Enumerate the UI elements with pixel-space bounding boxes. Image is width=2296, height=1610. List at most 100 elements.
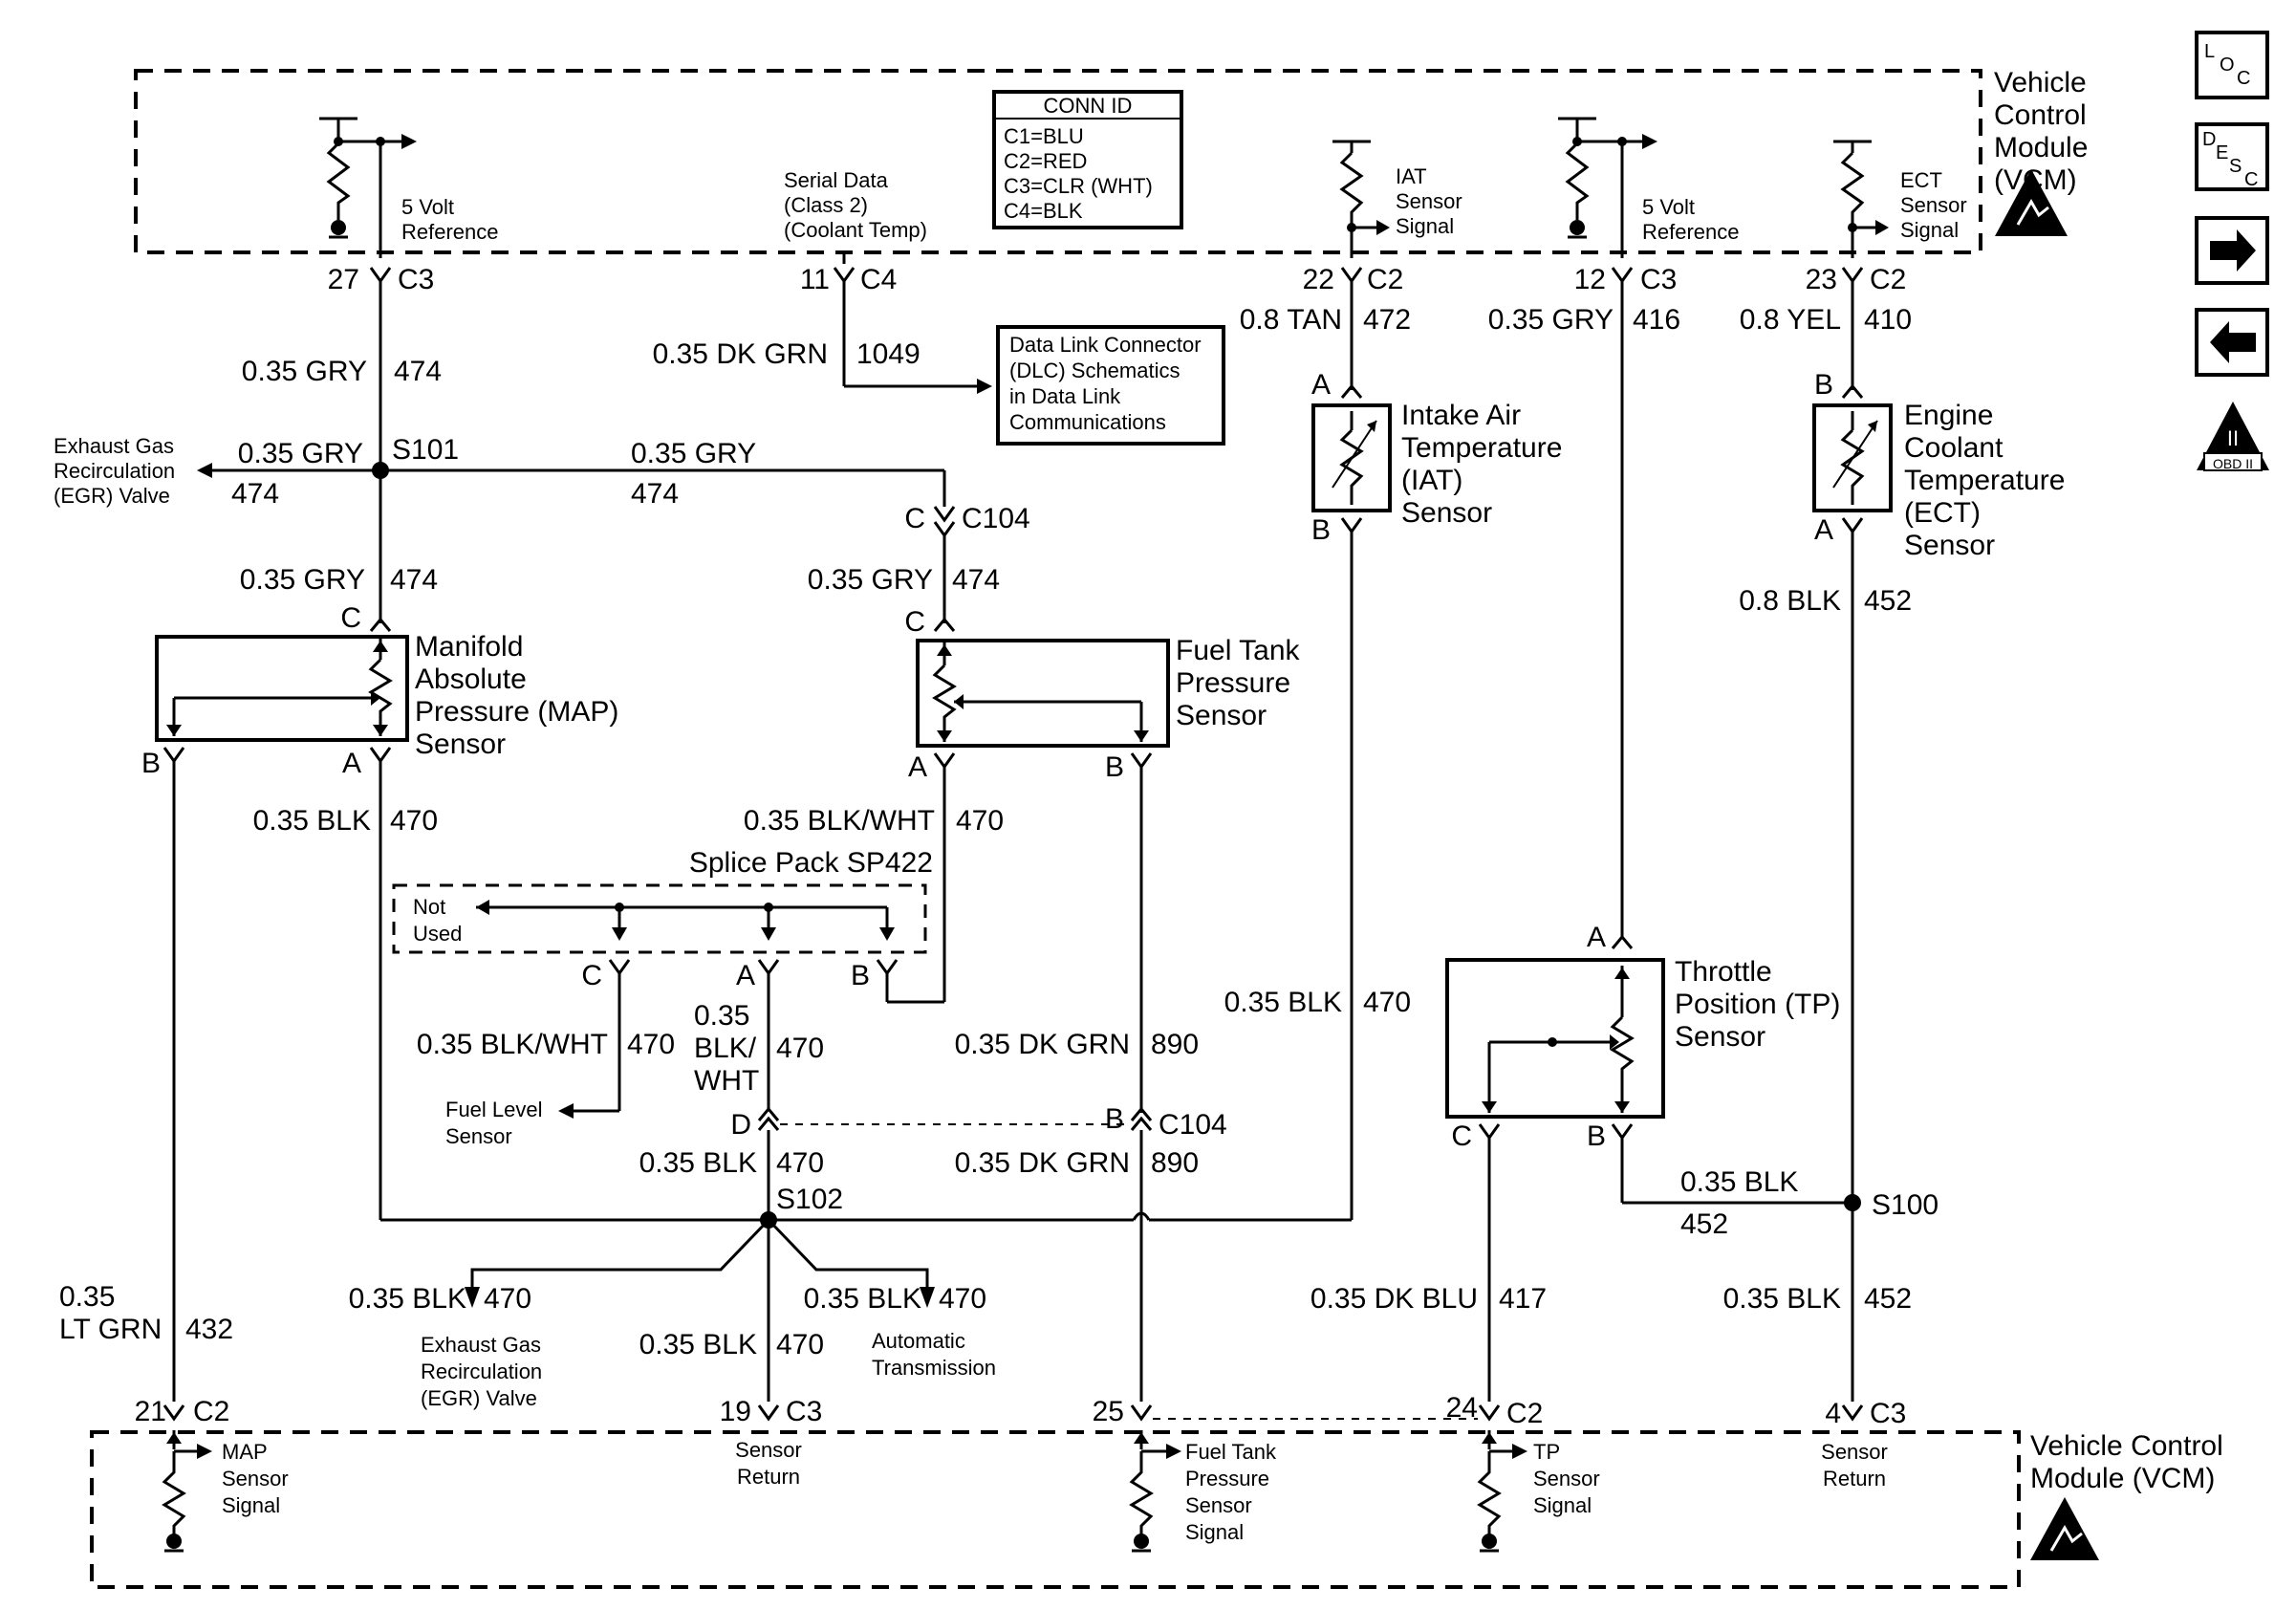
pins-top-2-conn-label: C2	[1367, 264, 1403, 295]
terminals-C-label: C	[1451, 1120, 1472, 1152]
vcm-top-box	[134, 69, 1982, 254]
wires-c474a-label: 474	[394, 356, 442, 387]
vcm-bottom-box	[90, 1430, 2021, 1589]
terminals-C-label: C	[904, 606, 925, 638]
conn-id-lines-2-label: C3=CLR (WHT)	[1004, 174, 1153, 198]
terminals-B-label: B	[1105, 751, 1124, 783]
wires-c470d-label: 470	[627, 1029, 675, 1060]
terminals-B-label: B	[851, 960, 870, 991]
wires-w474b-label: 0.35 GRY	[238, 438, 363, 469]
svg-text:E: E	[2216, 142, 2228, 163]
wires-w452a-label: 0.8 BLK	[1739, 585, 1841, 617]
splices-c104a-label: C104	[962, 503, 1030, 534]
svg-text:D: D	[2202, 129, 2216, 150]
right-arrow-icon[interactable]	[2195, 216, 2269, 285]
wires-w417-label: 0.35 DK BLU	[1310, 1283, 1478, 1315]
svg-text:C: C	[2237, 68, 2250, 89]
terminals-B-label: B	[1105, 1103, 1124, 1135]
splices-s101-label: S101	[392, 434, 459, 466]
pins-top-2-pin-label: 22	[1303, 264, 1334, 295]
wires-w1049-label: 0.35 DK GRN	[653, 338, 828, 370]
wires-w470c-label: 0.35 BLK	[639, 1147, 757, 1179]
wires-c474b-label: 474	[231, 478, 279, 510]
wires-w470e-2-label: BLK/	[694, 1033, 757, 1064]
wires-w472-label: 0.8 TAN	[1240, 304, 1342, 336]
bottom-pins: 21 C2 19 C3 25 24 C2 4 C3	[135, 1392, 1907, 1429]
terminals-C-label: C	[340, 602, 361, 634]
conn-id-lines-0-label: C1=BLU	[1004, 124, 1084, 148]
left-arrow-icon[interactable]	[2195, 308, 2269, 377]
pins-bottom-4-pin-label: 4	[1825, 1398, 1841, 1429]
wires-w452b-label: 0.35 BLK	[1680, 1166, 1798, 1198]
splices-s100-label: S100	[1872, 1189, 1939, 1221]
wires-w470e-3-label: WHT	[694, 1065, 759, 1097]
wires-w432-1-label: 0.35	[59, 1281, 115, 1313]
wires-w474c-label: 0.35 GRY	[631, 438, 756, 469]
top-pins: 27 C3 11 C4 22 C2 12 C3 23 C2	[328, 264, 1907, 295]
wires-w416-label: 0.35 GRY	[1488, 304, 1614, 336]
loc-icon[interactable]: LOC	[2195, 31, 2269, 99]
conn-id-lines-1-label: C2=RED	[1004, 149, 1087, 173]
pins-top-0-conn-label: C3	[398, 264, 434, 295]
terminals-A-label: A	[908, 751, 927, 783]
pins-top-4-pin-label: 23	[1806, 264, 1837, 295]
pins-top-0-pin-label: 27	[328, 264, 359, 295]
terminals-A-label: A	[1814, 514, 1833, 546]
conn-id-table: CONN ID C1=BLU C2=RED C3=CLR (WHT) C4=BL…	[992, 90, 1183, 229]
pins-bottom-0-pin-label: 21	[135, 1396, 166, 1427]
pins-top-1-pin-label: 11	[800, 264, 830, 295]
wires-w474d-label: 0.35 GRY	[240, 564, 365, 596]
svg-text:II: II	[2227, 426, 2239, 450]
wires-c470e-label: 470	[776, 1033, 824, 1064]
obd-ii-icon[interactable]: OBD II II	[2197, 402, 2269, 471]
pins-top-3-pin-label: 12	[1574, 264, 1606, 295]
terminals-A-label: A	[1311, 369, 1331, 401]
wires-w432-2-label: LT GRN	[59, 1314, 162, 1345]
pins-top-3-conn-label: C3	[1640, 264, 1677, 295]
terminals-A-label: A	[342, 748, 361, 779]
wires-w474a-label: 0.35 GRY	[242, 356, 367, 387]
splices-c104b-label: C104	[1159, 1109, 1227, 1141]
wires-c470i-label: 470	[776, 1329, 824, 1360]
wires-w470d-label: 0.35 BLK/WHT	[417, 1029, 608, 1060]
wires-c452b-label: 452	[1680, 1208, 1728, 1240]
wires-c470b-label: 470	[956, 805, 1004, 837]
wires-c470f-label: 470	[1363, 987, 1411, 1018]
wires-c470h-label: 470	[939, 1283, 986, 1315]
wires-c474d-label: 474	[390, 564, 438, 596]
wires-w470i-label: 0.35 BLK	[639, 1329, 757, 1360]
splice-pack-sp422	[392, 883, 927, 954]
pins-top-1-conn-label: C4	[860, 264, 897, 295]
terminals-B-label: B	[1587, 1120, 1606, 1152]
pins-bottom-0-conn-label: C2	[193, 1396, 229, 1427]
wires-c890b-label: 890	[1151, 1147, 1199, 1179]
wires-c1049-label: 1049	[856, 338, 921, 370]
wires-w410-label: 0.8 YEL	[1740, 304, 1841, 336]
terminals-B-label: B	[1311, 514, 1331, 546]
wires-c890a-label: 890	[1151, 1029, 1199, 1060]
serial-label: Serial Data(Class 2)(Coolant Temp)	[784, 168, 927, 242]
wires-c470g-label: 470	[484, 1283, 531, 1315]
splices-s102-label: S102	[776, 1184, 843, 1215]
